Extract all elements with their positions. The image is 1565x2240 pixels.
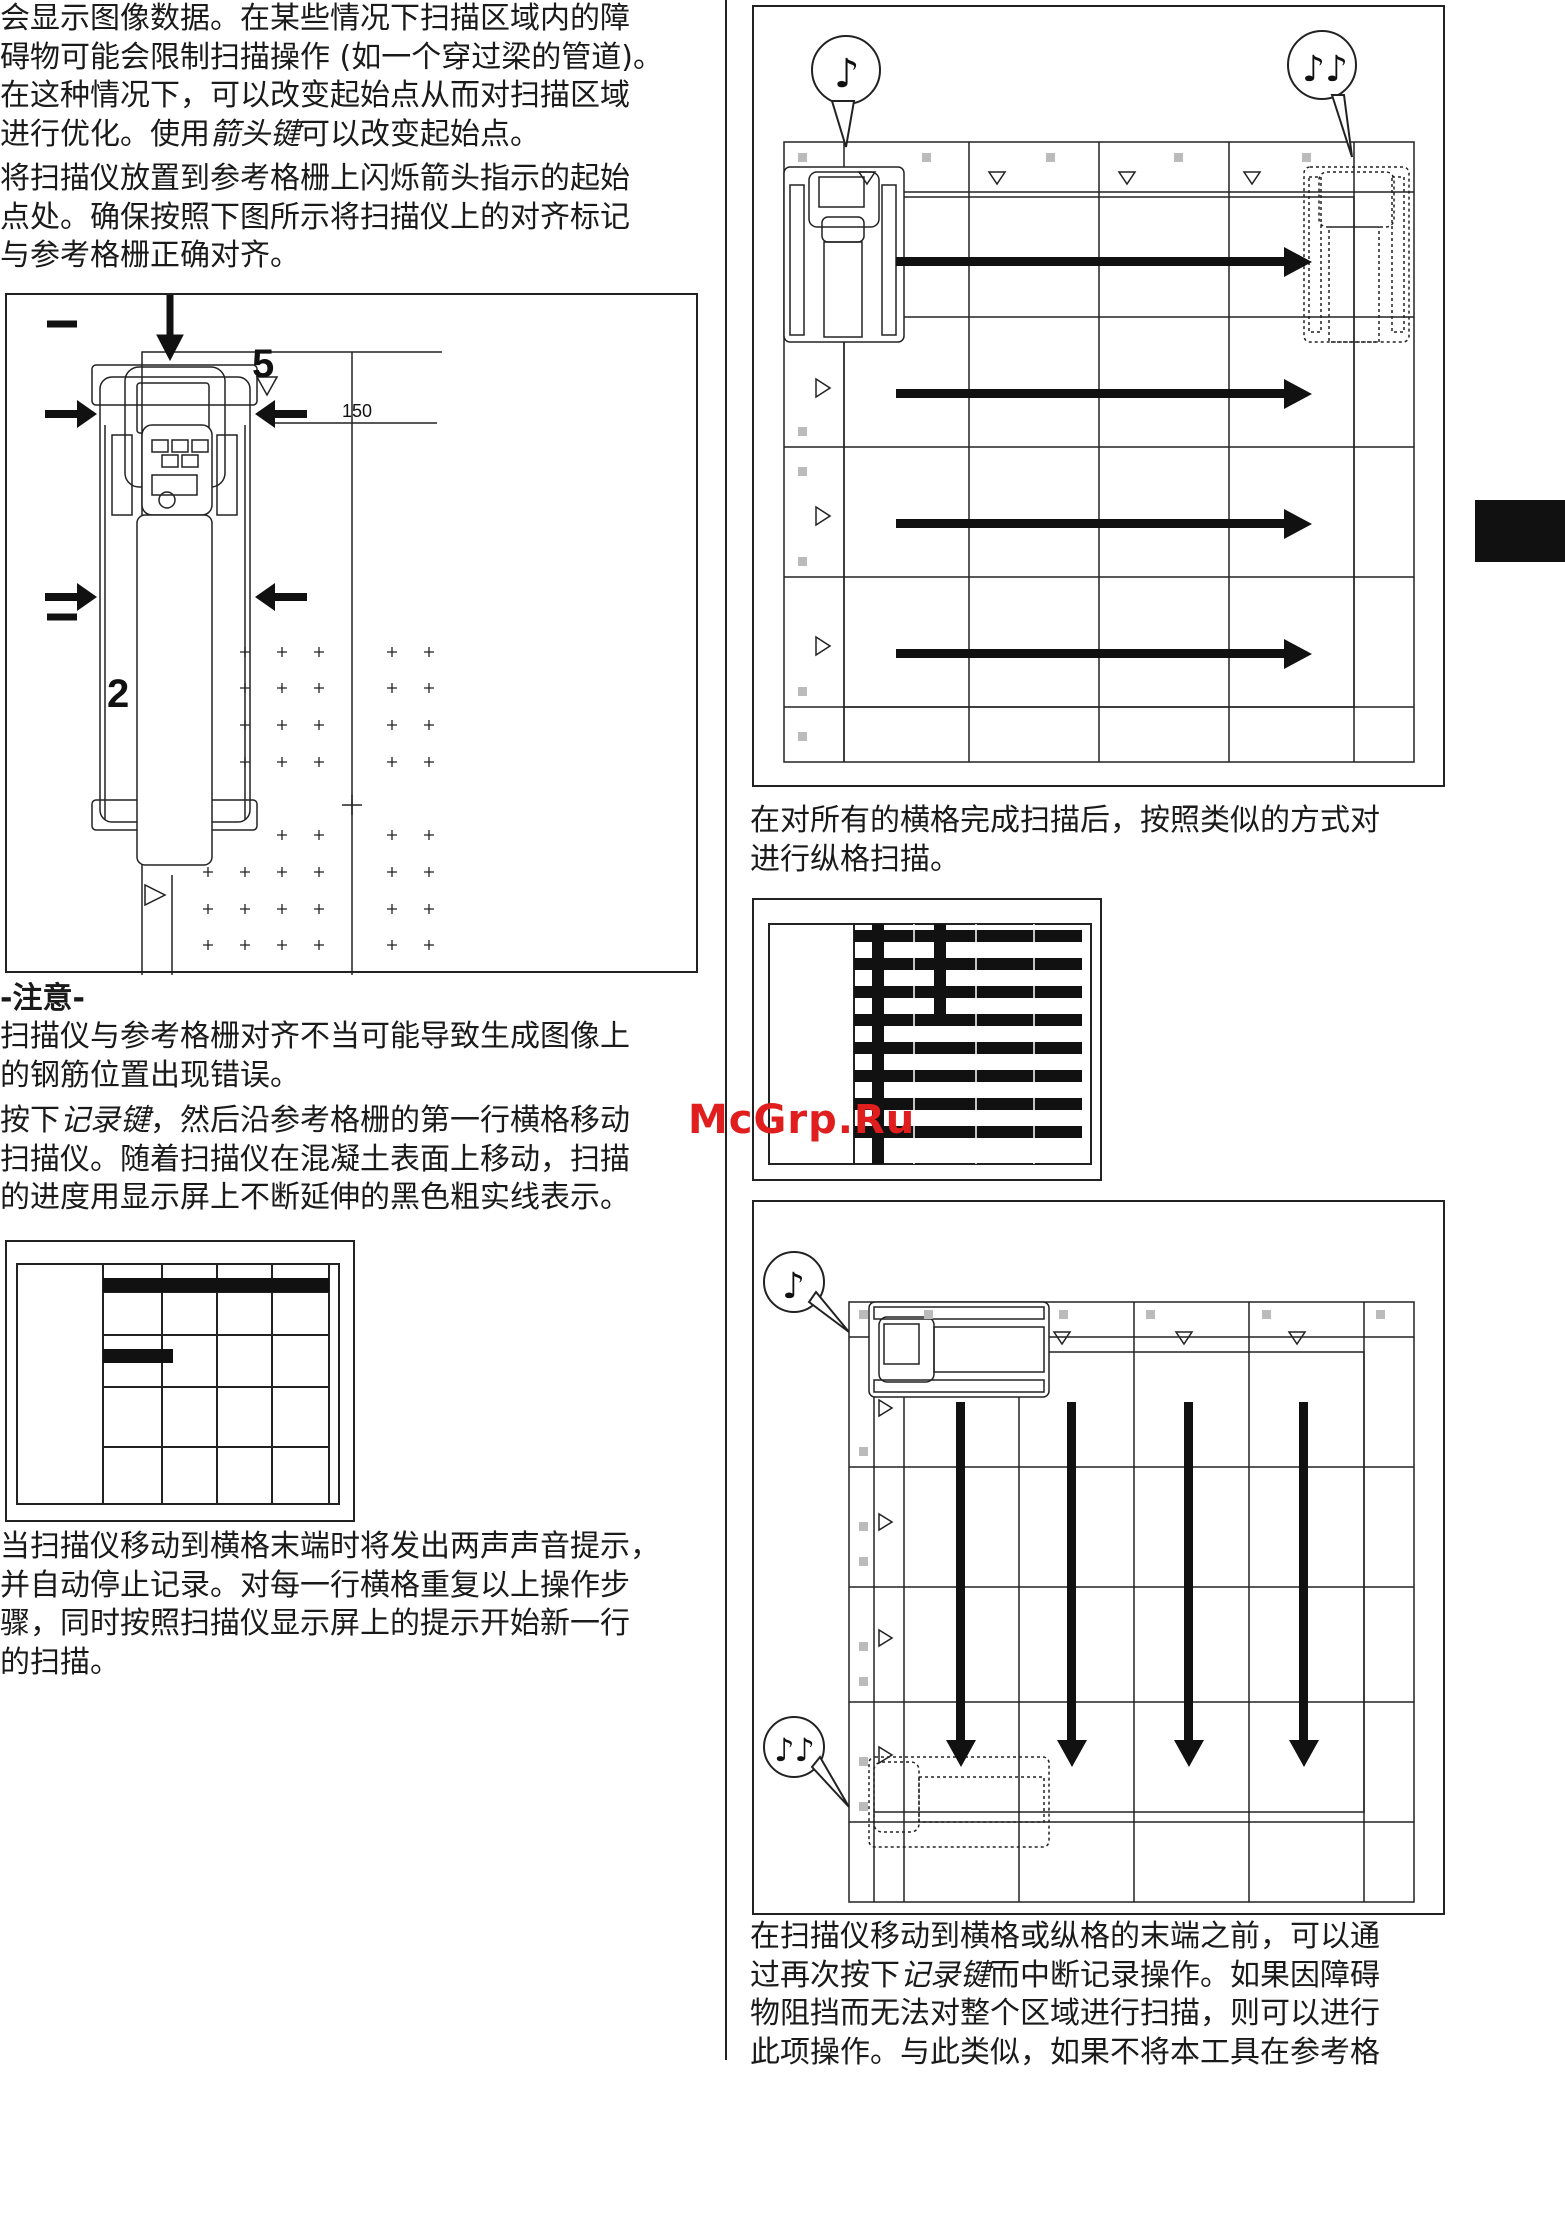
svg-text:♪: ♪ xyxy=(782,1266,805,1307)
label-2: 2 xyxy=(107,672,129,716)
record-key-term-2: 记录键 xyxy=(900,1957,990,1993)
paragraph-placement: 将扫描仪放置到参考格栅上闪烁箭头指示的起始 点处。确保按照下图所示将扫描仪上的对… xyxy=(0,161,630,273)
dimension-label: 150 xyxy=(342,401,372,421)
interrupt-text-start: 在扫描仪移动到横格或纵格的末端之前，可以通 过再次按下 xyxy=(750,1919,1380,1993)
column-divider xyxy=(725,0,727,2060)
svg-text:♪♪: ♪♪ xyxy=(774,1731,815,1769)
music-note-icon-2: ♪ xyxy=(763,1251,850,1333)
music-note-icon: ♪ xyxy=(811,35,881,148)
paragraph-interrupt: 在扫描仪移动到横格或纵格的末端之前，可以通 过再次按下记录键而中断记录操作。如果… xyxy=(750,1918,1380,2072)
label-5: 5 xyxy=(252,342,274,386)
paragraph-row-end: 当扫描仪移动到横格末端时将发出两声声音提示， 并自动停止记录。对每一行横格重复以… xyxy=(0,1529,660,1680)
paragraph-record: 按下记录键，然后沿参考格栅的第一行横格移动 扫描仪。随着扫描仪在混凝土表面上移动… xyxy=(0,1102,630,1218)
record-key-term: 记录键 xyxy=(60,1103,150,1138)
double-music-note-icon: ♪♪ xyxy=(1287,30,1357,158)
vertical-scan-figure: ♪ ♪♪ xyxy=(752,1200,1445,1915)
paragraph-intro: 会显示图像数据。在某些情况下扫描区域内的障 碍物可能会限制扫描操作 (如一个穿过… xyxy=(0,0,663,154)
vertical-scan-drawing: ♪ ♪♪ xyxy=(763,1251,1415,1903)
intro-text: 会显示图像数据。在某些情况下扫描区域内的障 碍物可能会限制扫描操作 (如一个穿过… xyxy=(0,1,663,152)
record-text-end: ，然后沿参考格栅的第一行横格移动 扫描仪。随着扫描仪在混凝土表面上移动，扫描 的… xyxy=(0,1103,630,1215)
alignment-figure-drawing: 5 2 150 xyxy=(45,295,442,975)
display-progress-figure xyxy=(5,1240,355,1522)
svg-text:♪: ♪ xyxy=(834,51,860,97)
record-text-start: 按下 xyxy=(0,1103,60,1138)
intro-text-end: 可以改变起始点。 xyxy=(300,116,540,152)
note-body: 扫描仪与参考格栅对齐不当可能导致生成图像上 的钢筋位置出现错误。 xyxy=(0,1019,630,1093)
paragraph-vertical: 在对所有的横格完成扫描后，按照类似的方式对 进行纵格扫描。 xyxy=(750,803,1380,877)
horizontal-scan-figure: ♪ ♪♪ xyxy=(752,5,1445,787)
note-heading: -注意- xyxy=(0,981,85,1016)
watermark: McGrp.Ru xyxy=(688,1097,916,1143)
arrow-key-term: 箭头键 xyxy=(210,116,300,152)
horizontal-scan-drawing: ♪ ♪♪ xyxy=(783,30,1415,763)
display-complete-drawing xyxy=(768,923,1092,1165)
interrupt-text-end: 而中断记录操作。如果因障碍 物阻挡而无法对整个区域进行扫描，则可以进行 此项操作… xyxy=(750,1957,1380,2070)
display-progress-drawing xyxy=(16,1263,340,1505)
svg-text:♪♪: ♪♪ xyxy=(1302,49,1348,90)
section-thumb-tab xyxy=(1475,500,1565,562)
display-complete-figure xyxy=(752,898,1102,1181)
double-music-note-icon-2: ♪♪ xyxy=(763,1716,850,1808)
alignment-figure: 5 2 150 xyxy=(5,293,698,975)
